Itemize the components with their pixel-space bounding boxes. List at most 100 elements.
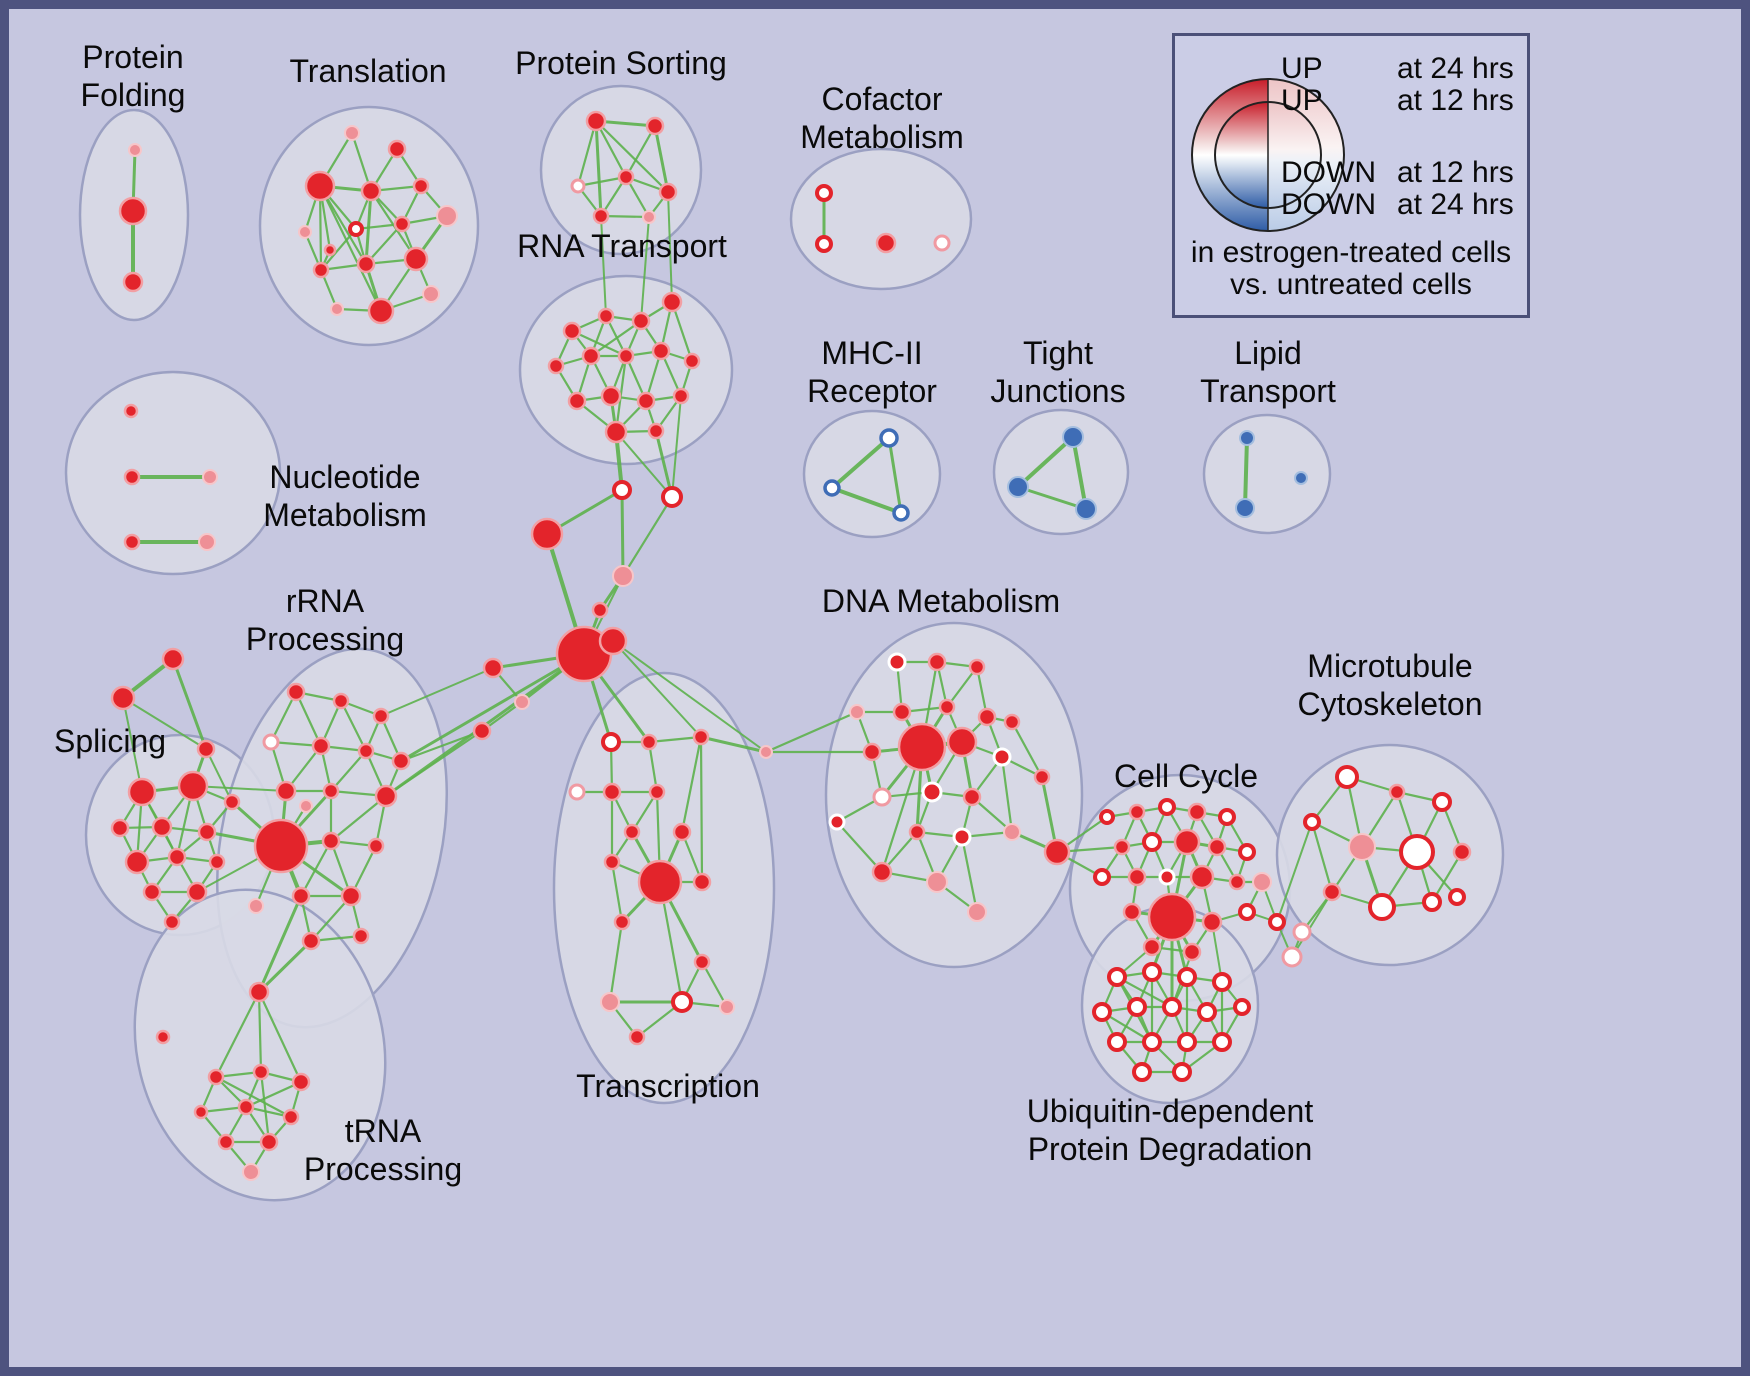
node-dna-1[interactable]	[927, 652, 947, 672]
node-protein_sorting-6[interactable]	[642, 210, 656, 224]
node-transcription-15[interactable]	[719, 999, 735, 1015]
node-dna-6[interactable]	[977, 707, 997, 727]
node-nucleotide-2[interactable]	[202, 469, 218, 485]
node-translation-15[interactable]	[323, 243, 337, 257]
node-splicing-2[interactable]	[110, 818, 130, 838]
node-protein_sorting-1[interactable]	[645, 116, 665, 136]
node-hub-4[interactable]	[472, 721, 492, 741]
node-rrna-17[interactable]	[248, 898, 264, 914]
node-translation-12[interactable]	[330, 302, 344, 316]
node-trna-1[interactable]	[155, 1029, 171, 1045]
node-transcription-5[interactable]	[648, 783, 666, 801]
node-dna-13[interactable]	[872, 787, 892, 807]
node-transcription-12[interactable]	[693, 953, 711, 971]
node-transcription-16[interactable]	[628, 1028, 646, 1046]
node-dna-18[interactable]	[952, 827, 972, 847]
node-cellcycle-11[interactable]	[1127, 867, 1147, 887]
node-rna_transport-0[interactable]	[562, 321, 582, 341]
node-connectors-1[interactable]	[1281, 946, 1303, 968]
node-cellcycle-21[interactable]	[1252, 872, 1272, 892]
node-ubiquitin-11[interactable]	[1177, 1032, 1197, 1052]
node-rna_transport-3[interactable]	[661, 291, 683, 313]
node-chain-3[interactable]	[612, 565, 634, 587]
node-rna_transport-1[interactable]	[597, 307, 615, 325]
node-protein_sorting-2[interactable]	[570, 178, 586, 194]
node-translation-7[interactable]	[393, 215, 411, 233]
node-trna-7[interactable]	[282, 1108, 300, 1126]
node-rrna-0[interactable]	[286, 682, 306, 702]
node-cofactor-3[interactable]	[933, 234, 951, 252]
node-transcription-1[interactable]	[640, 733, 658, 751]
node-dna-23[interactable]	[759, 745, 773, 759]
node-transcription-9[interactable]	[637, 859, 683, 905]
node-translation-11[interactable]	[403, 246, 429, 272]
node-microtubule-7[interactable]	[1322, 882, 1342, 902]
node-nucleotide-3[interactable]	[123, 533, 141, 551]
node-ubiquitin-9[interactable]	[1107, 1032, 1127, 1052]
node-dna-2[interactable]	[968, 658, 986, 676]
node-dna-16[interactable]	[828, 813, 846, 831]
node-dna-21[interactable]	[926, 871, 948, 893]
node-cellcycle-5[interactable]	[1113, 838, 1131, 856]
node-trna-2[interactable]	[207, 1068, 225, 1086]
node-rna_transport-11[interactable]	[636, 391, 656, 411]
node-cellcycle-20[interactable]	[1182, 942, 1202, 962]
node-microtubule-0[interactable]	[1335, 765, 1359, 789]
node-transcription-7[interactable]	[672, 822, 692, 842]
node-ubiquitin-14[interactable]	[1172, 1062, 1192, 1082]
node-cofactor-2[interactable]	[875, 232, 897, 254]
node-rrna-6[interactable]	[391, 751, 411, 771]
node-dna-0[interactable]	[887, 652, 907, 672]
node-translation-5[interactable]	[298, 225, 312, 239]
node-chain-4[interactable]	[591, 601, 609, 619]
node-cellcycle-9[interactable]	[1238, 843, 1256, 861]
node-ubiquitin-8[interactable]	[1233, 998, 1251, 1016]
node-cellcycle-14[interactable]	[1228, 873, 1246, 891]
node-dna-4[interactable]	[892, 702, 912, 722]
node-cellcycle-8[interactable]	[1207, 837, 1227, 857]
node-tight-2[interactable]	[1075, 498, 1097, 520]
node-cellcycle-2[interactable]	[1158, 798, 1176, 816]
node-cellcycle-1[interactable]	[1128, 803, 1146, 821]
node-nucleotide-0[interactable]	[123, 403, 139, 419]
node-rna_transport-6[interactable]	[617, 347, 635, 365]
node-transcription-3[interactable]	[568, 783, 586, 801]
node-cellcycle-22[interactable]	[1043, 838, 1071, 866]
node-protein_sorting-5[interactable]	[592, 207, 610, 225]
node-splicing-5[interactable]	[124, 849, 150, 875]
node-rna_transport-9[interactable]	[567, 391, 587, 411]
node-trna-5[interactable]	[193, 1104, 209, 1120]
node-lipid-1[interactable]	[1235, 498, 1255, 518]
node-trna-4[interactable]	[291, 1072, 311, 1092]
node-cellcycle-12[interactable]	[1158, 868, 1176, 886]
node-mhc-1[interactable]	[823, 479, 841, 497]
node-translation-6[interactable]	[348, 221, 364, 237]
node-dna-11[interactable]	[992, 747, 1012, 767]
node-transcription-8[interactable]	[603, 853, 621, 871]
node-cofactor-1[interactable]	[815, 235, 833, 253]
node-rna_transport-4[interactable]	[547, 357, 565, 375]
node-microtubule-11[interactable]	[1448, 888, 1466, 906]
node-splicing-11[interactable]	[223, 793, 241, 811]
node-nucleotide-4[interactable]	[198, 533, 216, 551]
node-cellcycle-17[interactable]	[1201, 911, 1223, 933]
node-rna_transport-8[interactable]	[683, 352, 701, 370]
node-transcription-4[interactable]	[602, 782, 622, 802]
node-protein_folding-2[interactable]	[122, 271, 144, 293]
node-dna-14[interactable]	[921, 781, 943, 803]
node-protein_sorting-4[interactable]	[658, 182, 678, 202]
node-hub-1[interactable]	[598, 626, 628, 656]
node-dna-5[interactable]	[938, 698, 956, 716]
node-dna-12[interactable]	[1033, 768, 1051, 786]
node-dna-7[interactable]	[1003, 713, 1021, 731]
node-rrna-4[interactable]	[311, 736, 331, 756]
node-lipid-2[interactable]	[1294, 471, 1308, 485]
node-translation-3[interactable]	[360, 180, 382, 202]
node-rrna-15[interactable]	[301, 931, 321, 951]
node-ubiquitin-10[interactable]	[1142, 1032, 1162, 1052]
node-rrna-3[interactable]	[262, 733, 280, 751]
node-transcription-10[interactable]	[692, 872, 712, 892]
node-protein_folding-1[interactable]	[118, 196, 148, 226]
node-trna-6[interactable]	[237, 1098, 255, 1116]
node-tight-0[interactable]	[1062, 426, 1084, 448]
